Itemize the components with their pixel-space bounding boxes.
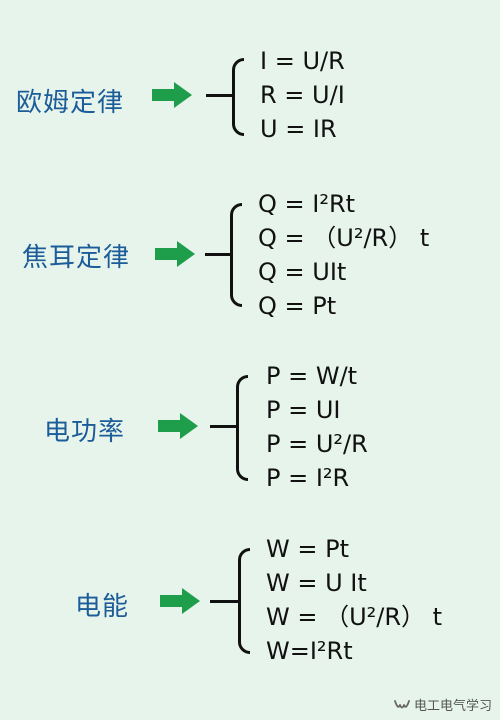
section-title: 电功率 — [44, 417, 126, 447]
formula: W = （U²/R） t — [266, 603, 443, 631]
curly-brace — [230, 203, 242, 307]
formula: I = U/R — [260, 47, 345, 75]
formula: Q = I²Rt — [258, 190, 356, 218]
right-arrow-icon — [158, 413, 198, 439]
formula: R = U/I — [260, 81, 345, 109]
curly-brace — [236, 375, 248, 481]
formula: P = I²R — [266, 464, 350, 492]
section-ohms-law: 欧姆定律 I = U/R R = U/I U = IR — [0, 40, 500, 150]
curly-brace — [238, 548, 250, 654]
right-arrow-icon — [152, 82, 192, 108]
watermark-text: 电工电气学习 — [413, 699, 492, 714]
brace-stem — [205, 253, 233, 256]
wechat-channel-icon — [394, 698, 410, 712]
section-title: 焦耳定律 — [22, 243, 131, 273]
section-electric-power: 电功率 P = W/t P = UI P = U²/R P = I²R — [0, 357, 500, 497]
right-arrow-icon — [160, 588, 200, 614]
formula: U = IR — [260, 115, 337, 143]
brace-stem — [210, 600, 238, 603]
formula-list: W = Pt W = U It W = （U²/R） t W=I²Rt — [266, 532, 442, 668]
brace-stem — [210, 425, 238, 428]
formula: P = W/t — [266, 362, 358, 390]
right-arrow-icon — [155, 241, 195, 267]
curly-brace — [232, 58, 244, 136]
section-title: 电能 — [75, 592, 130, 622]
formula-list: P = W/t P = UI P = U²/R P = I²R — [266, 359, 368, 495]
formula: P = U²/R — [266, 430, 368, 458]
formula: W = U It — [266, 569, 367, 597]
section-title: 欧姆定律 — [16, 88, 125, 118]
brace-stem — [206, 94, 234, 97]
formula: Q = Pt — [258, 292, 337, 320]
formula-list: Q = I²Rt Q = （U²/R） t Q = UIt Q = Pt — [258, 187, 429, 323]
formula: W = Pt — [266, 535, 349, 563]
formula-list: I = U/R R = U/I U = IR — [260, 44, 345, 146]
formula: Q = （U²/R） t — [258, 224, 430, 252]
formula: P = UI — [266, 396, 341, 424]
formula: Q = UIt — [258, 258, 347, 286]
watermark: 电工电气学习 — [394, 695, 492, 714]
section-electrical-energy: 电能 W = Pt W = U It W = （U²/R） t W=I²Rt — [0, 530, 500, 670]
section-joules-law: 焦耳定律 Q = I²Rt Q = （U²/R） t Q = UIt Q = P… — [0, 185, 500, 325]
formula: W=I²Rt — [266, 637, 353, 665]
